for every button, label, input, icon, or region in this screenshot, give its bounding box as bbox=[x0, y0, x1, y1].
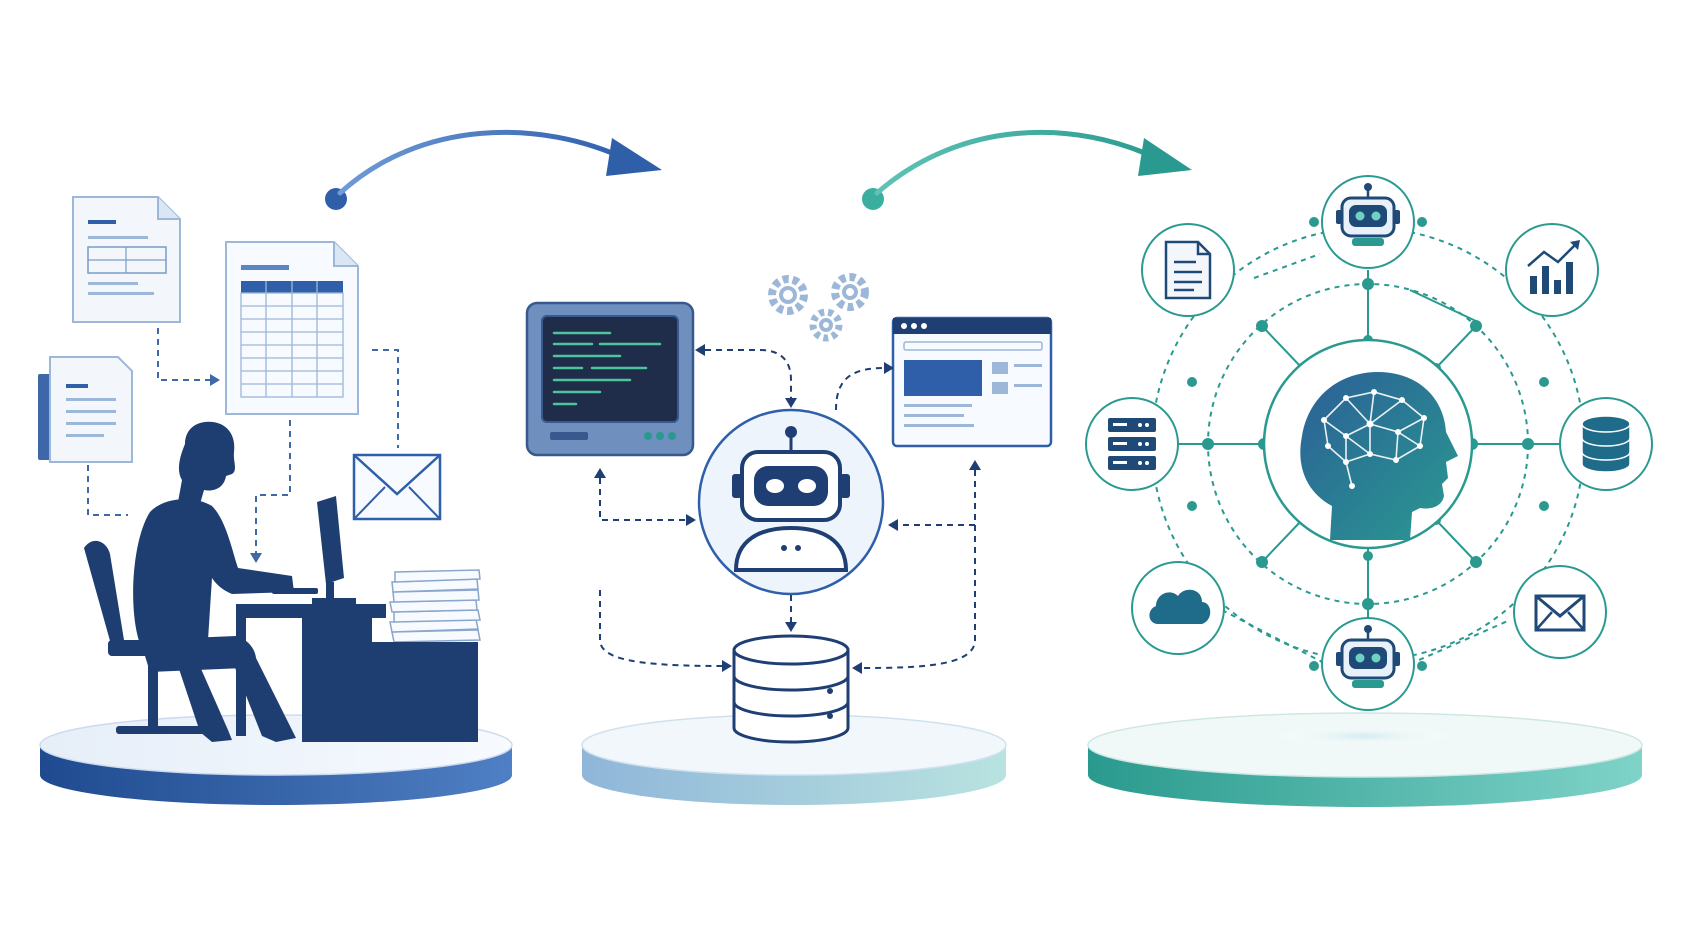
person-at-desk-icon bbox=[133, 421, 318, 742]
platform-3 bbox=[1087, 712, 1643, 807]
document-icon bbox=[72, 196, 181, 323]
robot-icon bbox=[1321, 617, 1415, 711]
robot-icon bbox=[697, 408, 885, 596]
connector-arrowheads bbox=[210, 374, 262, 563]
transition-arrow-2 bbox=[862, 129, 1192, 210]
platform-2 bbox=[581, 714, 1007, 805]
document-icon bbox=[1141, 223, 1235, 317]
ai-brain-head-icon bbox=[1262, 338, 1474, 550]
stage-ai-agent-network bbox=[1085, 175, 1653, 807]
transition-arrow-1 bbox=[325, 129, 662, 210]
spreadsheet-icon bbox=[225, 241, 359, 415]
server-icon bbox=[1085, 397, 1179, 491]
cloud-icon bbox=[1131, 561, 1225, 655]
stage-rule-based-automation bbox=[525, 273, 1053, 805]
envelope-icon bbox=[1513, 565, 1607, 659]
note-icon bbox=[38, 356, 133, 463]
gear-icon bbox=[768, 273, 869, 342]
automation-connectors bbox=[599, 349, 976, 669]
browser-window-icon bbox=[891, 316, 1053, 448]
office-chair-icon bbox=[84, 540, 212, 734]
stage-manual-work bbox=[38, 196, 513, 805]
database-icon bbox=[1559, 397, 1653, 491]
automation-arrowheads bbox=[594, 344, 981, 674]
database-icon bbox=[732, 634, 850, 744]
monitor-icon bbox=[312, 496, 356, 604]
filing-cabinet bbox=[372, 642, 478, 742]
envelope-icon bbox=[352, 453, 442, 521]
paper-stack-icon bbox=[389, 569, 481, 643]
terminal-icon bbox=[525, 301, 695, 457]
robot-icon bbox=[1321, 175, 1415, 269]
bar-chart-icon bbox=[1505, 223, 1599, 317]
manual-connectors bbox=[87, 328, 399, 555]
